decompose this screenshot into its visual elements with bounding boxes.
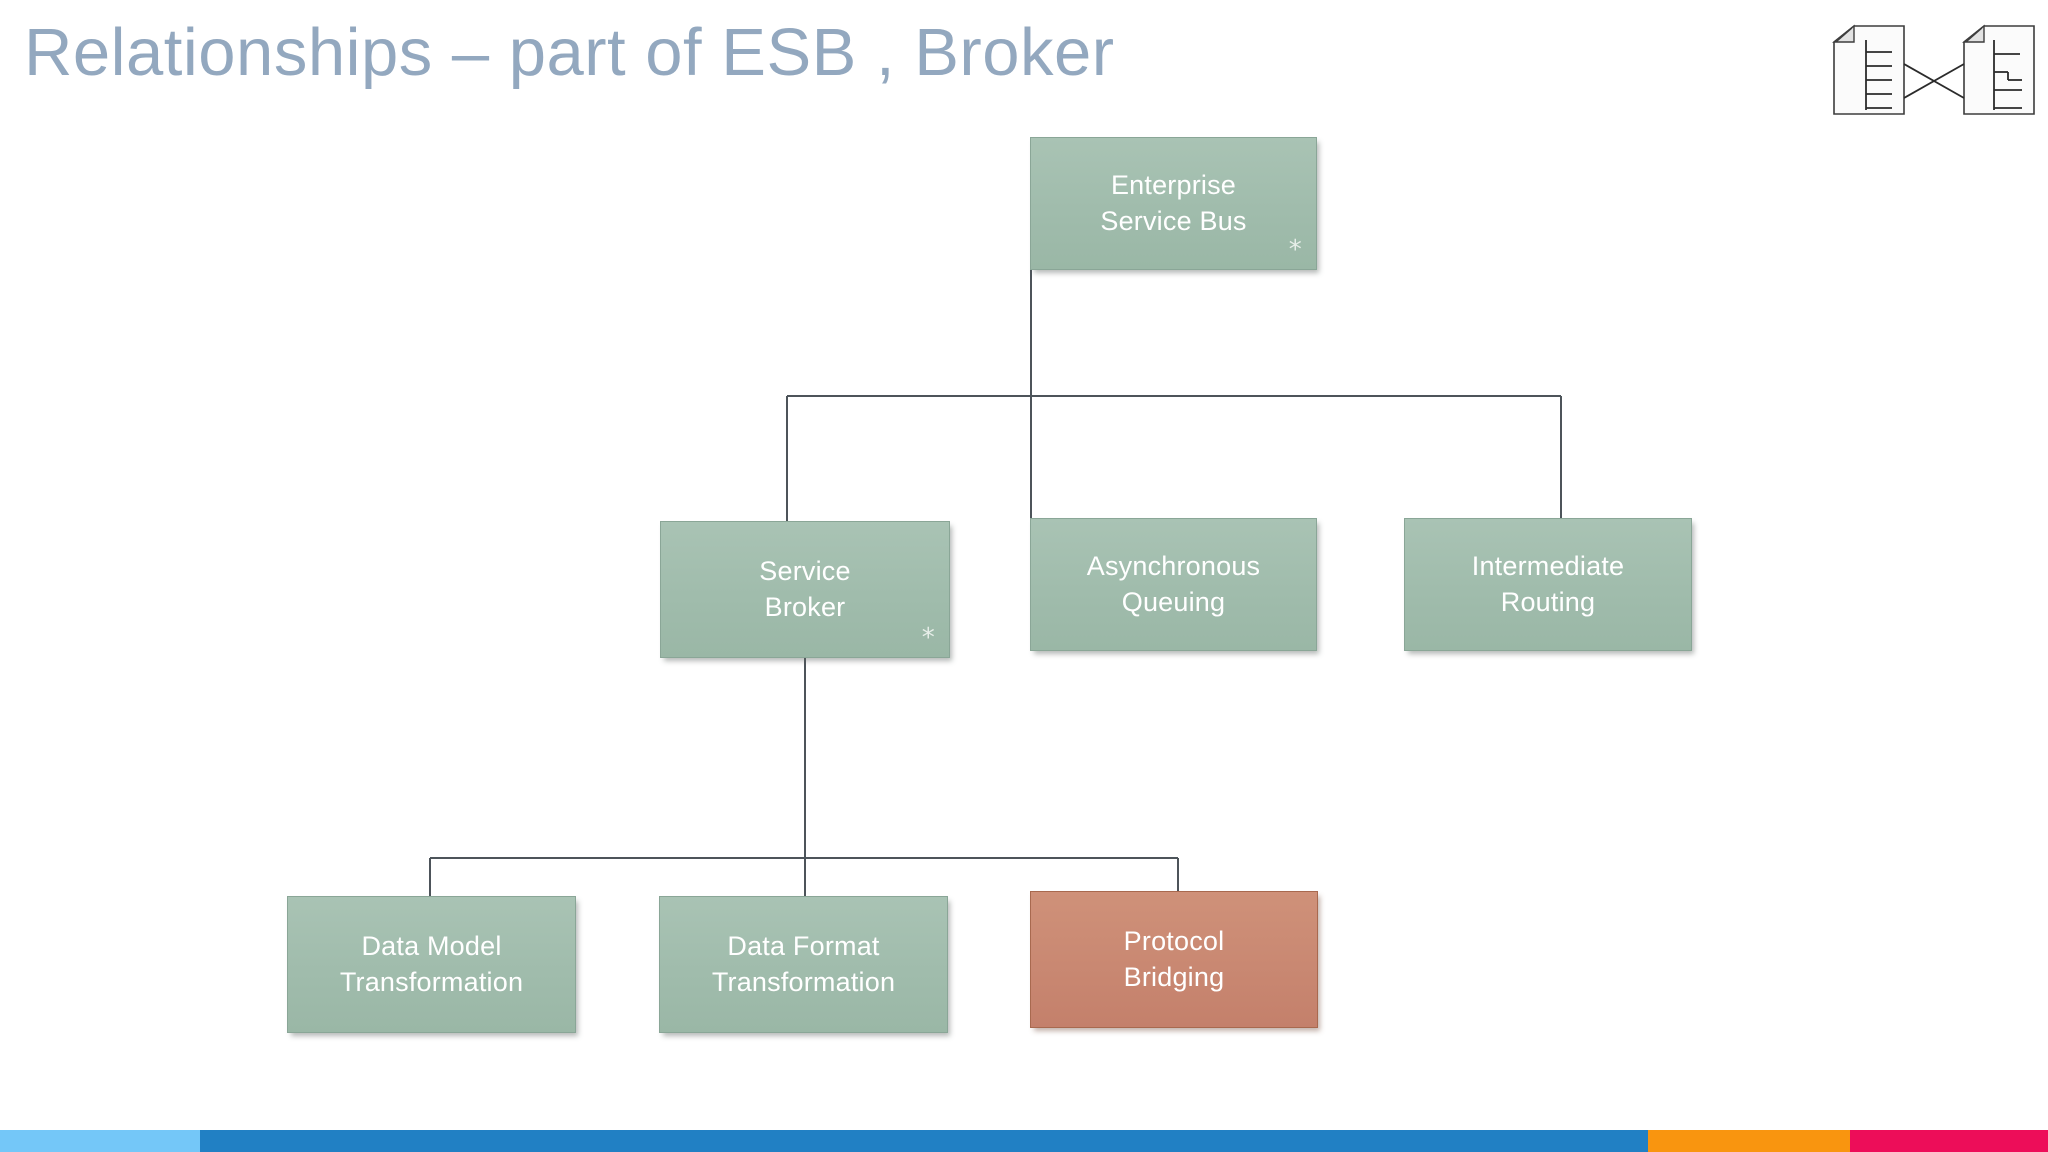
node-label-line-2: Transformation <box>339 966 524 997</box>
node-label-line-2: Transformation <box>711 966 896 997</box>
accent-segment-orange <box>1648 1130 1850 1152</box>
node-label-line-1: Intermediate <box>1471 550 1625 581</box>
hierarchy-diagram: Enterprise Service Bus * Service Broker … <box>287 137 1692 1033</box>
node-label-line-1: Protocol <box>1123 925 1225 956</box>
accent-segment-blue <box>200 1130 1648 1152</box>
node-label-line-2: Queuing <box>1121 586 1226 617</box>
accent-segment-pink <box>1850 1130 2048 1152</box>
node-label-line-1: Enterprise <box>1110 169 1237 200</box>
asterisk-marker: * <box>921 623 935 653</box>
node-label-line-1: Data Model <box>361 930 502 961</box>
node-enterprise-service-bus[interactable]: Enterprise Service Bus * <box>1030 137 1317 270</box>
node-label-line-2: Broker <box>764 591 846 622</box>
node-label-line-2: Routing <box>1500 586 1596 617</box>
accent-segment-light-blue <box>0 1130 200 1152</box>
node-data-model-transformation[interactable]: Data Model Transformation <box>287 896 576 1033</box>
node-protocol-bridging[interactable]: Protocol Bridging <box>1030 891 1318 1028</box>
asterisk-marker: * <box>1288 235 1302 265</box>
node-asynchronous-queuing[interactable]: Asynchronous Queuing <box>1030 518 1317 651</box>
node-label-line-2: Bridging <box>1123 961 1225 992</box>
node-label-line-2: Service Bus <box>1100 205 1247 236</box>
node-label-line-1: Asynchronous <box>1086 550 1261 581</box>
node-label-line-1: Service <box>759 555 851 586</box>
accent-bar <box>0 1130 2048 1152</box>
node-data-format-transformation[interactable]: Data Format Transformation <box>659 896 948 1033</box>
page-title: Relationships – part of ESB , Broker <box>24 15 1115 90</box>
node-intermediate-routing[interactable]: Intermediate Routing <box>1404 518 1692 651</box>
node-service-broker[interactable]: Service Broker * <box>660 521 950 658</box>
node-label-line-1: Data Format <box>727 930 880 961</box>
document-mapping-icon <box>1826 22 2044 118</box>
